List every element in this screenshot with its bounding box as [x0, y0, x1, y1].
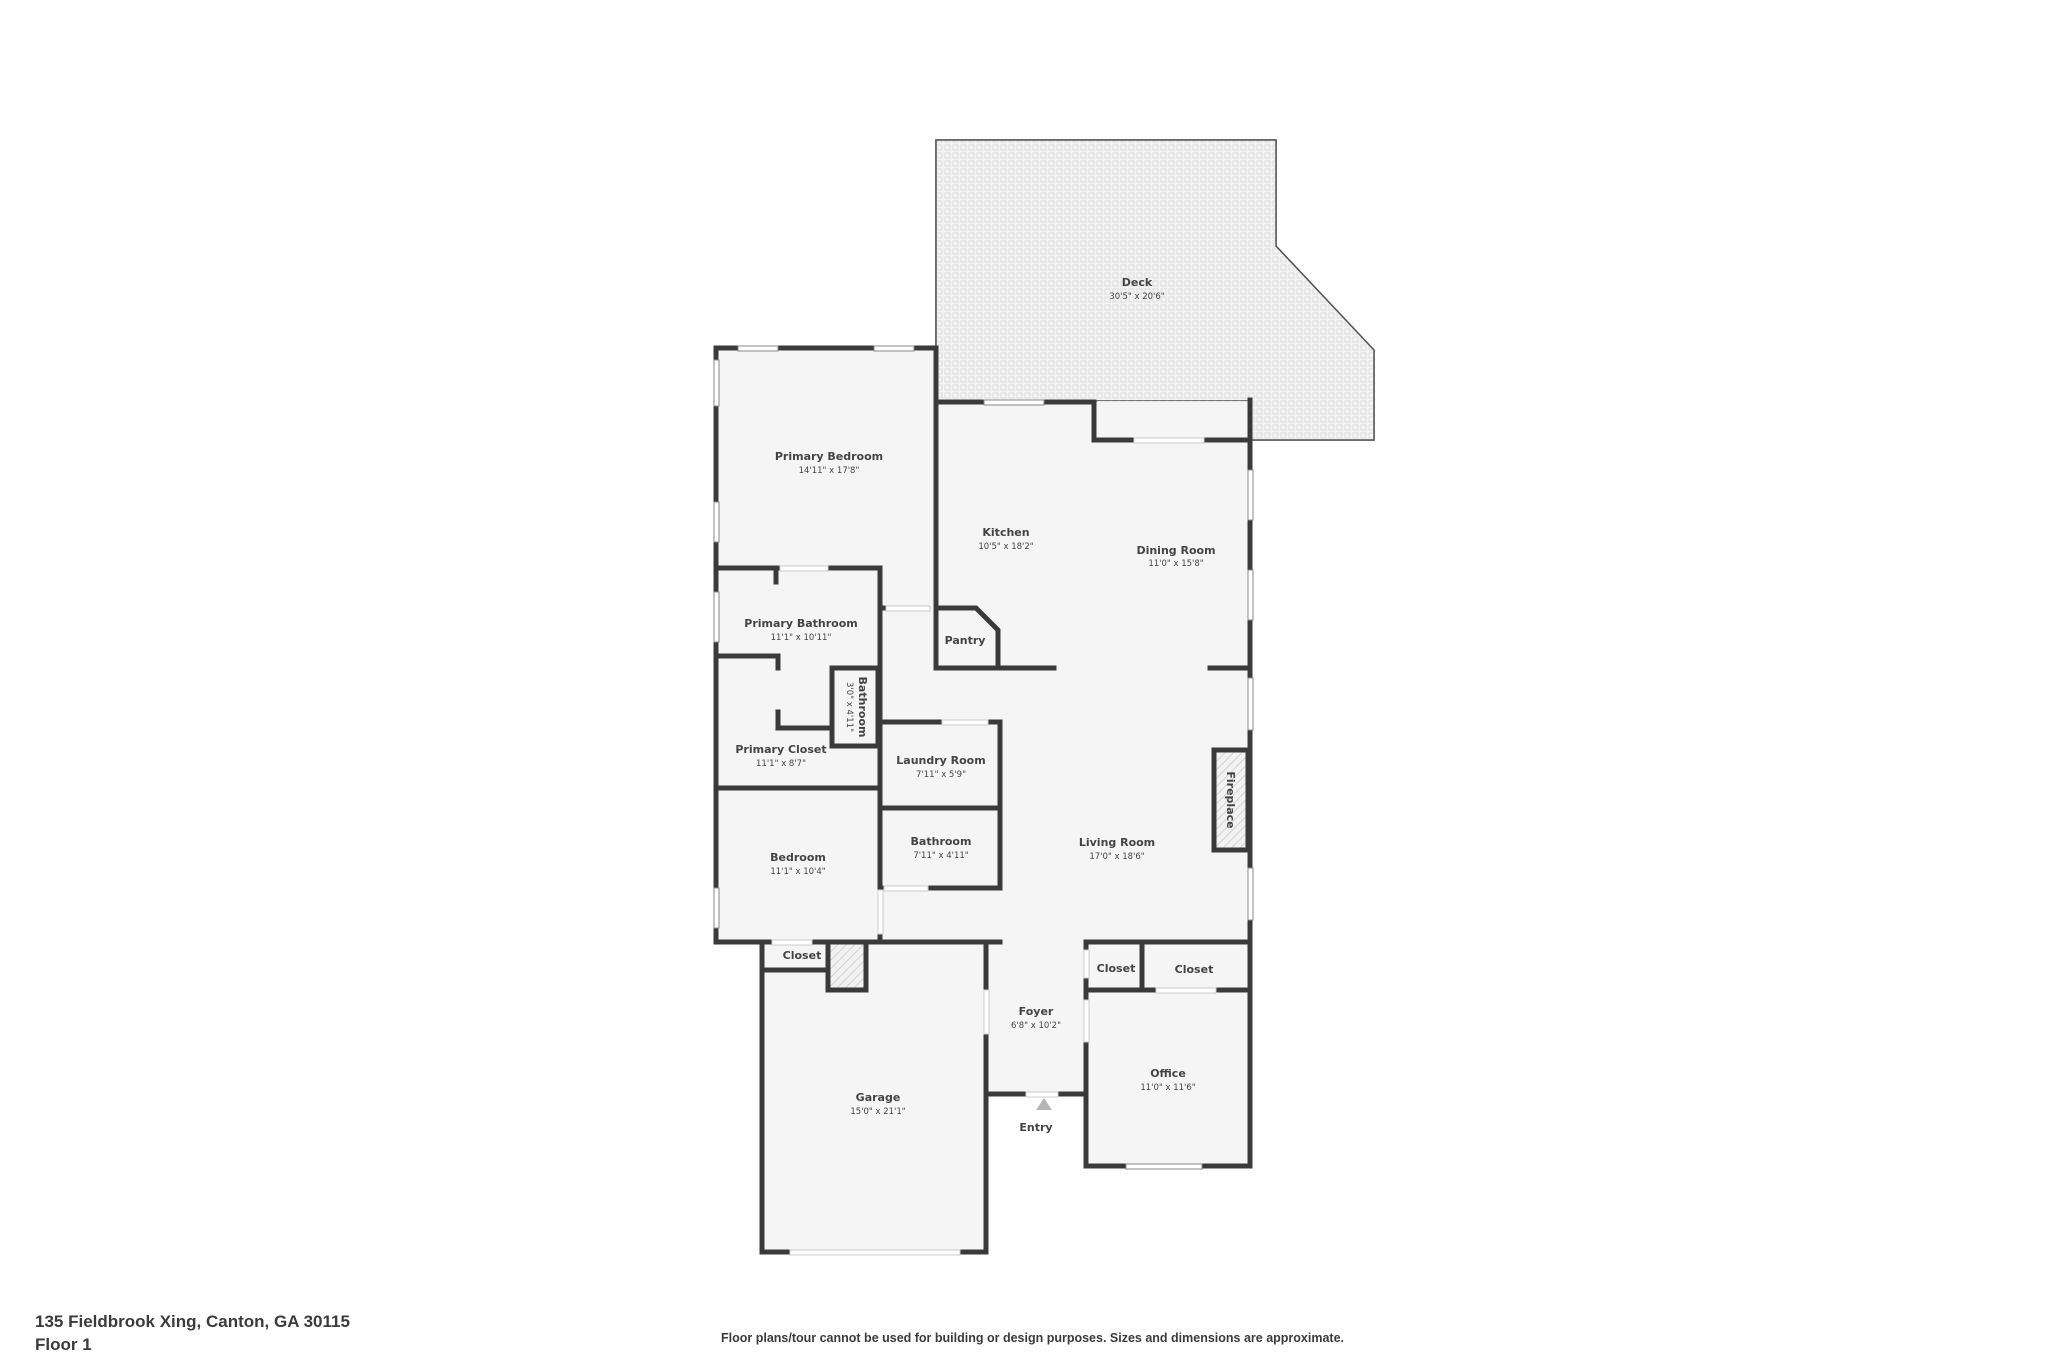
room-dims-kitchen: 10'5" x 18'2" [978, 542, 1033, 552]
room-label-closet-office-2: Closet [1175, 963, 1214, 976]
entry-arrow-icon [1036, 1098, 1052, 1110]
room-label-closet-office-1: Closet [1097, 962, 1136, 975]
room-dims-foyer: 6'8" x 10'2" [1011, 1021, 1061, 1031]
room-label-deck: Deck [1122, 276, 1153, 289]
room-label-bedroom: Bedroom [770, 851, 826, 864]
room-label-primary-bedroom: Primary Bedroom [775, 450, 883, 463]
room-label-office: Office [1150, 1067, 1186, 1080]
windows [713, 345, 1254, 1170]
room-dims-small-bathroom: 3'0" x 4'11" [844, 682, 854, 732]
room-dims-office: 11'0" x 11'6" [1140, 1083, 1195, 1093]
property-address: 135 Fieldbrook Xing, Canton, GA 30115 [35, 1312, 350, 1331]
room-label-fireplace: Fireplace [1224, 771, 1237, 828]
floor-label: Floor 1 [35, 1335, 92, 1354]
room-dims-garage: 15'0" x 21'1" [850, 1107, 905, 1117]
room-label-foyer: Foyer [1019, 1005, 1054, 1018]
room-label-living-room: Living Room [1079, 836, 1155, 849]
room-label-kitchen: Kitchen [982, 526, 1029, 539]
room-dims-deck: 30'5" x 20'6" [1109, 292, 1164, 302]
room-dims-laundry-room: 7'11" x 5'9" [916, 770, 966, 780]
room-dims-primary-bathroom: 11'1" x 10'11" [771, 633, 832, 643]
room-label-primary-closet: Primary Closet [735, 743, 826, 756]
room-label-small-bathroom: Bathroom [856, 677, 869, 738]
room-dims-primary-closet: 11'1" x 8'7" [756, 759, 806, 769]
room-label-bathroom: Bathroom [911, 835, 972, 848]
room-label-primary-bathroom: Primary Bathroom [744, 617, 857, 630]
entry-label: Entry [1019, 1121, 1052, 1134]
room-label-dining-room: Dining Room [1136, 544, 1215, 557]
door-openings [771, 437, 1217, 1256]
interior-floor [716, 348, 1250, 1252]
disclaimer-text: Floor plans/tour cannot be used for buil… [721, 1331, 1345, 1345]
room-dims-living-room: 17'0" x 18'6" [1089, 852, 1144, 862]
room-label-pantry: Pantry [945, 634, 986, 647]
room-dims-dining-room: 11'0" x 15'8" [1148, 559, 1203, 569]
room-dims-bathroom: 7'11" x 4'11" [913, 851, 968, 861]
room-label-garage: Garage [856, 1091, 901, 1104]
room-dims-bedroom: 11'1" x 10'4" [770, 867, 825, 877]
room-label-closet-garage: Closet [783, 949, 822, 962]
room-dims-primary-bedroom: 14'11" x 17'8" [799, 466, 860, 476]
room-label-laundry-room: Laundry Room [896, 754, 985, 767]
